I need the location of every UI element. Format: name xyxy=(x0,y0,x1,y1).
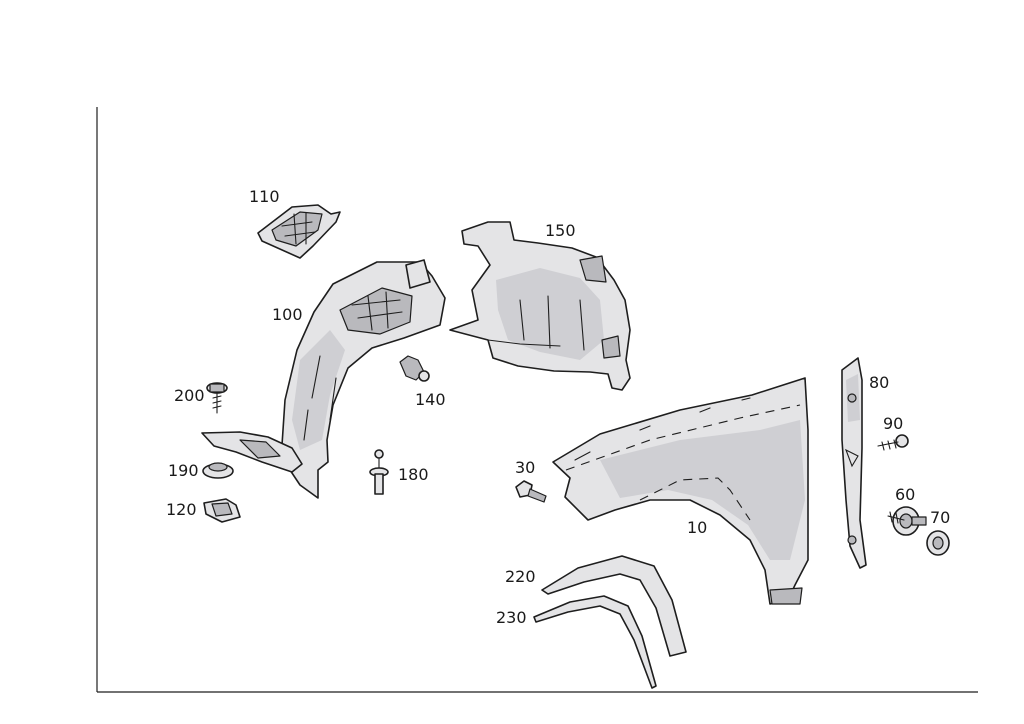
callout-110: 110 xyxy=(249,187,280,206)
callout-100: 100 xyxy=(272,305,303,324)
part-90-screw[interactable] xyxy=(877,434,909,451)
callout-70: 70 xyxy=(930,508,950,527)
part-10-front-fender[interactable] xyxy=(552,377,809,605)
part-80-long-bracket[interactable] xyxy=(841,357,867,569)
callout-120: 120 xyxy=(166,500,197,519)
part-140-clip[interactable] xyxy=(399,355,430,382)
callout-90: 90 xyxy=(883,414,903,433)
callout-180: 180 xyxy=(398,465,429,484)
part-60-stud[interactable] xyxy=(887,506,927,536)
callout-220: 220 xyxy=(505,567,536,586)
callout-190: 190 xyxy=(168,461,199,480)
callout-10: 10 xyxy=(687,518,707,537)
part-230-arch-seal[interactable] xyxy=(533,595,657,689)
part-70-nut[interactable] xyxy=(926,530,950,556)
callout-140: 140 xyxy=(415,390,446,409)
part-220-arch-trim[interactable] xyxy=(541,555,687,657)
callout-60: 60 xyxy=(895,485,915,504)
callout-200: 200 xyxy=(174,386,205,405)
callout-150: 150 xyxy=(545,221,576,240)
part-190-nut[interactable] xyxy=(202,462,234,479)
part-30-bolt[interactable] xyxy=(515,480,547,503)
part-150-rear-liner[interactable] xyxy=(449,221,631,391)
callout-230: 230 xyxy=(496,608,527,627)
part-110-bracket[interactable] xyxy=(257,204,341,259)
part-120-clip-nut[interactable] xyxy=(203,498,241,523)
callout-80: 80 xyxy=(869,373,889,392)
part-200-screw[interactable] xyxy=(206,382,228,414)
part-100-wheel-arch-liner[interactable] xyxy=(201,259,446,499)
part-180-push-rivet[interactable] xyxy=(369,449,389,495)
callout-30: 30 xyxy=(515,458,535,477)
